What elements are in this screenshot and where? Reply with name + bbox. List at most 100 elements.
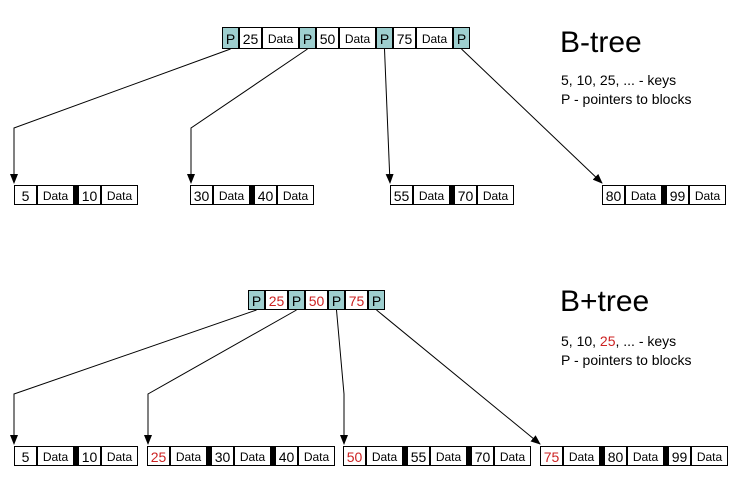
key-cell (393, 27, 416, 49)
data-cell (101, 185, 138, 205)
data-cell (37, 446, 74, 466)
data-label: Data (422, 32, 448, 46)
btree-pointer-arrow (461, 48, 603, 184)
key-cell (602, 185, 625, 205)
key-cell (147, 446, 170, 466)
btree-pointer-arrow (187, 48, 308, 184)
data-cell (234, 446, 271, 466)
cell-separator (74, 446, 78, 466)
cell-separator (467, 446, 471, 466)
key-label: 80 (608, 449, 624, 465)
data-label: Data (372, 450, 398, 464)
key-cell (14, 446, 37, 466)
pointer-cell (222, 27, 239, 49)
data-cell (170, 446, 207, 466)
pointer-cell (453, 27, 470, 49)
pointer-cell (288, 290, 305, 310)
btree-legend-keys: 5, 10, 25, ... - keys (561, 72, 676, 88)
cell-separator (600, 446, 604, 466)
data-label: Data (304, 450, 330, 464)
pointer-label: P (226, 31, 235, 47)
data-label: Data (107, 189, 133, 203)
data-cell (262, 27, 299, 49)
cell-separator (403, 446, 407, 466)
data-cell (101, 446, 138, 466)
data-label: Data (176, 450, 202, 464)
bplustree-pointer-arrow (376, 309, 541, 445)
key-cell (390, 185, 413, 205)
key-cell (305, 290, 328, 310)
data-cell (477, 185, 514, 205)
data-label: Data (419, 189, 445, 203)
key-cell (316, 27, 339, 49)
key-cell (540, 446, 563, 466)
data-label: Data (483, 189, 509, 203)
key-cell (343, 446, 366, 466)
cell-separator (664, 446, 668, 466)
key-cell (407, 446, 430, 466)
data-label: Data (43, 189, 69, 203)
cell-separator (662, 185, 666, 205)
data-label: Data (631, 189, 657, 203)
pointer-label: P (292, 293, 301, 309)
data-label: Data (695, 189, 721, 203)
key-label: 50 (309, 293, 325, 309)
data-cell (691, 446, 728, 466)
key-label: 10 (82, 449, 98, 465)
btree-title: B-tree (560, 26, 642, 59)
key-label: 40 (258, 188, 274, 204)
pointer-label: P (332, 293, 341, 309)
key-label: 30 (215, 449, 231, 465)
key-label: 99 (672, 449, 688, 465)
cell-separator (74, 185, 78, 205)
bplustree-legend-keys: 5, 10, 25, ... - keys (561, 333, 676, 349)
bplustree-pointer-arrow (10, 309, 257, 445)
bplustree-pointer-arrow (336, 309, 348, 445)
data-cell (37, 185, 74, 205)
key-cell (78, 185, 101, 205)
key-label: 25 (269, 293, 285, 309)
key-cell (668, 446, 691, 466)
data-cell (298, 446, 335, 466)
data-label: Data (107, 450, 133, 464)
key-label: 80 (606, 188, 622, 204)
pointer-cell (299, 27, 316, 49)
data-label: Data (569, 450, 595, 464)
key-label: 30 (194, 188, 210, 204)
data-cell (213, 185, 250, 205)
key-cell (211, 446, 234, 466)
cell-separator (207, 446, 211, 466)
key-label: 5 (22, 188, 30, 204)
key-label: 75 (349, 293, 365, 309)
data-label: Data (219, 189, 245, 203)
data-label: Data (436, 450, 462, 464)
key-cell (345, 290, 368, 310)
pointer-cell (376, 27, 393, 49)
data-cell (366, 446, 403, 466)
data-cell (689, 185, 726, 205)
bplustree-title: B+tree (560, 285, 649, 318)
key-cell (239, 27, 262, 49)
data-label: Data (240, 450, 266, 464)
data-label: Data (268, 32, 294, 46)
key-label: 25 (151, 449, 167, 465)
data-cell (430, 446, 467, 466)
key-label: 55 (394, 188, 410, 204)
key-label: 55 (411, 449, 427, 465)
data-cell (339, 27, 376, 49)
key-cell (14, 185, 37, 205)
key-label: 5 (22, 449, 30, 465)
data-cell (494, 446, 531, 466)
key-label: 70 (475, 449, 491, 465)
cell-separator (250, 185, 254, 205)
data-cell (277, 185, 314, 205)
key-cell (471, 446, 494, 466)
